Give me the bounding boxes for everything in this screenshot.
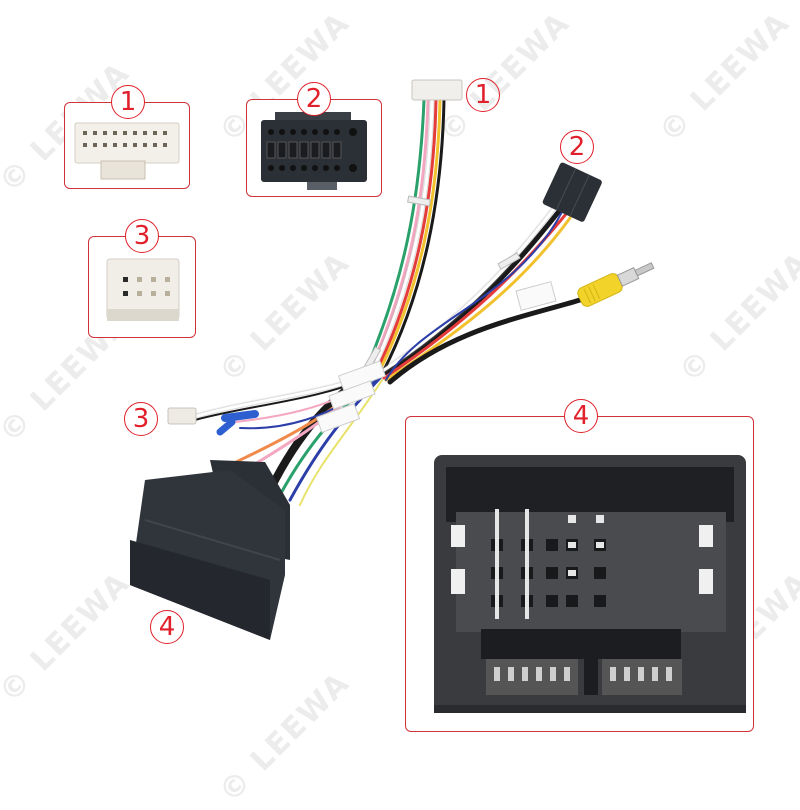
quadlock-connector-photo xyxy=(434,455,746,713)
callout-number-2: 2 xyxy=(297,82,331,116)
inset-connector-1: 1 xyxy=(64,85,190,189)
inset-connector-3: 3 xyxy=(88,219,196,338)
harness-callout-3: 3 xyxy=(124,402,158,436)
callout-number-1: 1 xyxy=(111,85,145,119)
harness-callout-1: 1 xyxy=(466,78,500,112)
white-20pin-connector-photo xyxy=(74,122,180,180)
inset-connector-4: 4 xyxy=(405,399,754,732)
harness-callout-2: 2 xyxy=(560,130,594,164)
white-8pin-connector-photo xyxy=(106,258,180,321)
callout-number-3: 3 xyxy=(125,219,159,253)
inset-connector-2: 2 xyxy=(246,82,382,197)
callout-number-4: 4 xyxy=(564,399,598,433)
black-16pin-connector-photo xyxy=(261,112,367,190)
harness-callout-4: 4 xyxy=(150,610,184,644)
